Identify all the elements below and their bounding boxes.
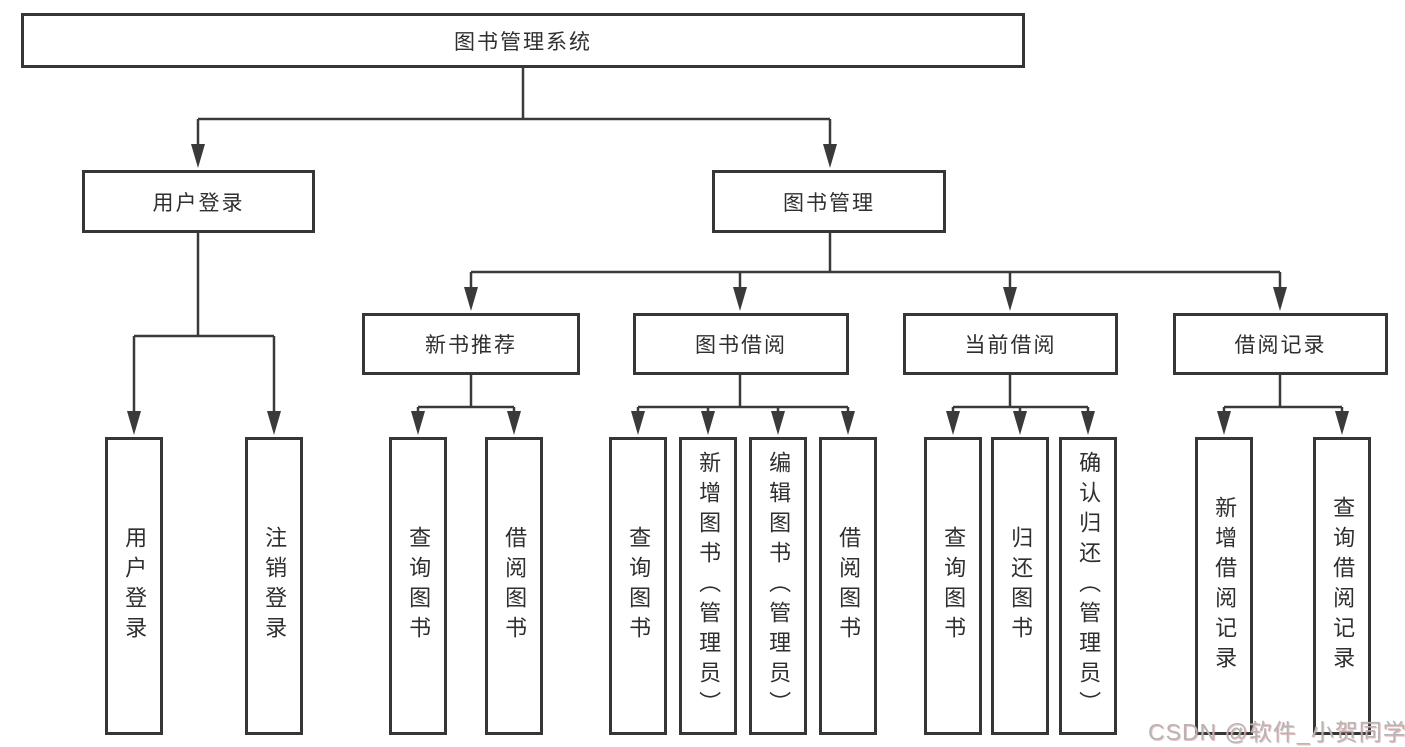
leaf-return-books-label: 归还图书 xyxy=(1008,526,1034,646)
csdn-watermark: CSDN @软件_小贺同学 xyxy=(1148,719,1405,745)
leaf-query-borrow-record-label: 查询借阅记录 xyxy=(1330,496,1356,676)
node-borrow-record: 借阅记录 xyxy=(1173,313,1388,375)
leaf-add-borrow-record-label: 新增借阅记录 xyxy=(1212,496,1238,676)
leaf-logout-label: 注销登录 xyxy=(262,526,288,646)
node-user-login: 用户登录 xyxy=(82,170,315,233)
node-current-borrow-label: 当前借阅 xyxy=(964,334,1057,357)
leaf-query-books-2: 查询图书 xyxy=(609,437,667,735)
node-book-borrow: 图书借阅 xyxy=(633,313,849,375)
node-book-borrow-label: 图书借阅 xyxy=(695,334,787,357)
leaf-edit-books-admin-label: 编辑图书（管理员） xyxy=(766,451,792,721)
node-root: 图书管理系统 xyxy=(21,13,1025,68)
node-root-label: 图书管理系统 xyxy=(454,30,592,54)
leaf-edit-books-admin: 编辑图书（管理员） xyxy=(749,437,807,735)
leaf-confirm-return-admin-label: 确认归还（管理员） xyxy=(1076,451,1102,721)
leaf-query-books-1-label: 查询图书 xyxy=(406,526,432,646)
leaf-add-books-admin: 新增图书（管理员） xyxy=(679,437,737,735)
leaf-borrow-books-1-label: 借阅图书 xyxy=(502,526,528,646)
leaf-query-books-2-label: 查询图书 xyxy=(626,526,652,646)
leaf-query-borrow-record: 查询借阅记录 xyxy=(1313,437,1371,735)
node-current-borrow: 当前借阅 xyxy=(903,313,1118,375)
leaf-query-books-1: 查询图书 xyxy=(389,437,447,735)
leaf-borrow-books-2-label: 借阅图书 xyxy=(836,526,862,646)
node-book-management: 图书管理 xyxy=(712,170,946,233)
leaf-logout: 注销登录 xyxy=(245,437,303,735)
leaf-add-books-admin-label: 新增图书（管理员） xyxy=(696,451,722,721)
node-book-management-label: 图书管理 xyxy=(783,191,875,215)
leaf-query-books-3-label: 查询图书 xyxy=(941,526,967,646)
arrowheads xyxy=(127,144,1349,435)
node-borrow-record-label: 借阅记录 xyxy=(1234,334,1327,357)
leaf-user-login: 用户登录 xyxy=(105,437,163,735)
leaf-borrow-books-1: 借阅图书 xyxy=(485,437,543,735)
leaf-confirm-return-admin: 确认归还（管理员） xyxy=(1059,437,1117,735)
node-new-book-recommend: 新书推荐 xyxy=(362,313,580,375)
leaf-return-books: 归还图书 xyxy=(991,437,1049,735)
leaf-add-borrow-record: 新增借阅记录 xyxy=(1195,437,1253,735)
leaf-borrow-books-2: 借阅图书 xyxy=(819,437,877,735)
leaf-query-books-3: 查询图书 xyxy=(924,437,982,735)
node-new-book-recommend-label: 新书推荐 xyxy=(425,334,517,357)
leaf-user-login-label: 用户登录 xyxy=(122,526,148,646)
node-user-login-label: 用户登录 xyxy=(152,191,245,215)
